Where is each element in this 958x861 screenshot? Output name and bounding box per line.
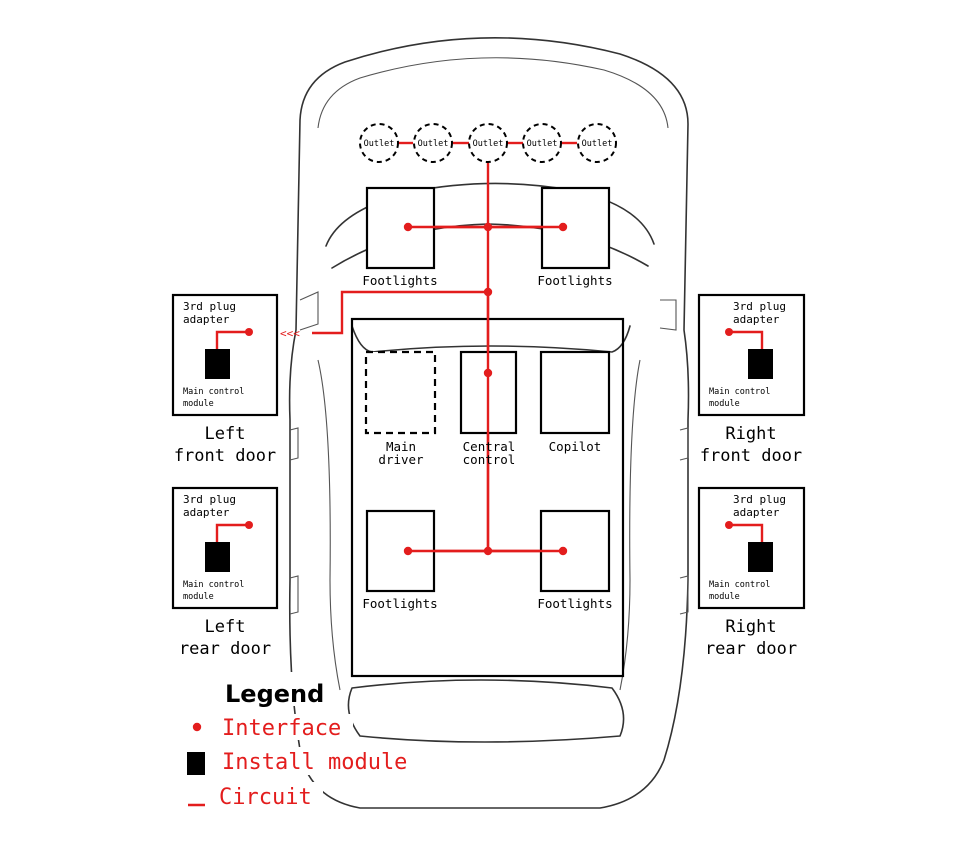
interface-dot: [403, 546, 413, 556]
interface-dot: [558, 546, 568, 556]
left-front-name-1: Left: [205, 424, 246, 444]
left-front-adapter-1: 3rd plug: [183, 300, 236, 313]
left-front-adapter-2: adapter: [183, 313, 230, 326]
legend-install-module-label: Install module: [222, 750, 407, 775]
legend-row-bg: [183, 782, 323, 810]
main-driver-label-1: Main: [386, 439, 416, 454]
right-front-door-panel: 3rd plug adapter Main control module Rig…: [697, 293, 806, 466]
left-front-module-2: module: [183, 399, 214, 409]
right-front-module-2: module: [709, 399, 740, 409]
outlet-1-label: Outlet: [364, 139, 395, 149]
interface-dot: [403, 222, 413, 232]
interface-dot: [483, 222, 493, 232]
legend-circuit-label: Circuit: [219, 785, 312, 810]
outlet-1: [359, 123, 399, 163]
left-rear-module-2: module: [183, 592, 214, 602]
interface-dot: [483, 368, 493, 378]
outlet-5-label: Outlet: [582, 139, 613, 149]
outlet-4: [522, 123, 562, 163]
outlet-3: [468, 123, 508, 163]
interface-dot: [245, 328, 253, 336]
copilot-seat: [539, 350, 611, 435]
right-front-name-2: front door: [700, 446, 802, 466]
legend-row-bg: [183, 747, 403, 775]
right-rear-name-2: rear door: [705, 639, 797, 659]
footlight-rear-left-label: Footlights: [362, 596, 437, 611]
legend-title: Legend: [225, 680, 324, 708]
outlet-4-label: Outlet: [527, 139, 558, 149]
main-driver-seat: [364, 350, 437, 435]
install-module: [205, 542, 230, 572]
legend-interface-icon: [192, 722, 202, 732]
install-module: [748, 542, 773, 572]
install-module: [205, 349, 230, 379]
outlet-2: [413, 123, 453, 163]
right-rear-name-1: Right: [725, 617, 776, 637]
footlight-front-right-label: Footlights: [537, 273, 612, 288]
right-rear-module-2: module: [709, 592, 740, 602]
copilot-label: Copilot: [549, 439, 602, 454]
left-front-module-1: Main control: [183, 387, 244, 397]
interface-dot: [725, 328, 733, 336]
left-rear-adapter-1: 3rd plug: [183, 493, 236, 506]
legend-install-module-icon: [187, 752, 205, 775]
cabin: Main driver Central control Copilot Foot…: [350, 287, 625, 678]
interface-dot: [245, 521, 253, 529]
outlet-2-label: Outlet: [418, 139, 449, 149]
left-rear-name-1: Left: [205, 617, 246, 637]
right-front-module-1: Main control: [709, 387, 770, 397]
central-control-label-1: Central: [463, 439, 516, 454]
right-rear-door-panel: 3rd plug adapter Main control module Rig…: [697, 486, 806, 659]
left-rear-name-2: rear door: [179, 639, 271, 659]
interface-dot: [483, 546, 493, 556]
interface-dot: [725, 521, 733, 529]
right-front-adapter-2: adapter: [733, 313, 780, 326]
install-module: [748, 349, 773, 379]
left-rear-door-panel: 3rd plug adapter Main control module Lef…: [171, 486, 279, 659]
main-driver-label-2: driver: [378, 452, 424, 467]
front-footlights: Footlights Footlights: [362, 186, 613, 288]
footlight-front-left-label: Footlights: [362, 273, 437, 288]
legend-row-bg: [183, 714, 353, 740]
outlet-row: Outlet Outlet Outlet Outlet Outlet: [359, 123, 617, 163]
footlight-rear-right-label: Footlights: [537, 596, 612, 611]
central-control-label-2: control: [463, 452, 516, 467]
right-front-adapter-1: 3rd plug: [733, 300, 786, 313]
svg-text:<<<: <<<: [280, 327, 300, 340]
right-rear-module-1: Main control: [709, 580, 770, 590]
right-front-name-1: Right: [725, 424, 776, 444]
left-front-door-panel: 3rd plug adapter Main control module Lef…: [171, 293, 279, 466]
outlet-3-label: Outlet: [473, 139, 504, 149]
left-rear-module-1: Main control: [183, 580, 244, 590]
legend-title-bg: [218, 672, 326, 706]
interface-dot: [558, 222, 568, 232]
legend-interface-label: Interface: [222, 716, 341, 741]
outlet-5: [577, 123, 617, 163]
left-front-name-2: front door: [174, 446, 276, 466]
left-rear-adapter-2: adapter: [183, 506, 230, 519]
interface-dot: [483, 287, 493, 297]
right-rear-adapter-1: 3rd plug: [733, 493, 786, 506]
right-rear-adapter-2: adapter: [733, 506, 780, 519]
legend: Legend Interface Install module Circuit: [183, 672, 407, 810]
